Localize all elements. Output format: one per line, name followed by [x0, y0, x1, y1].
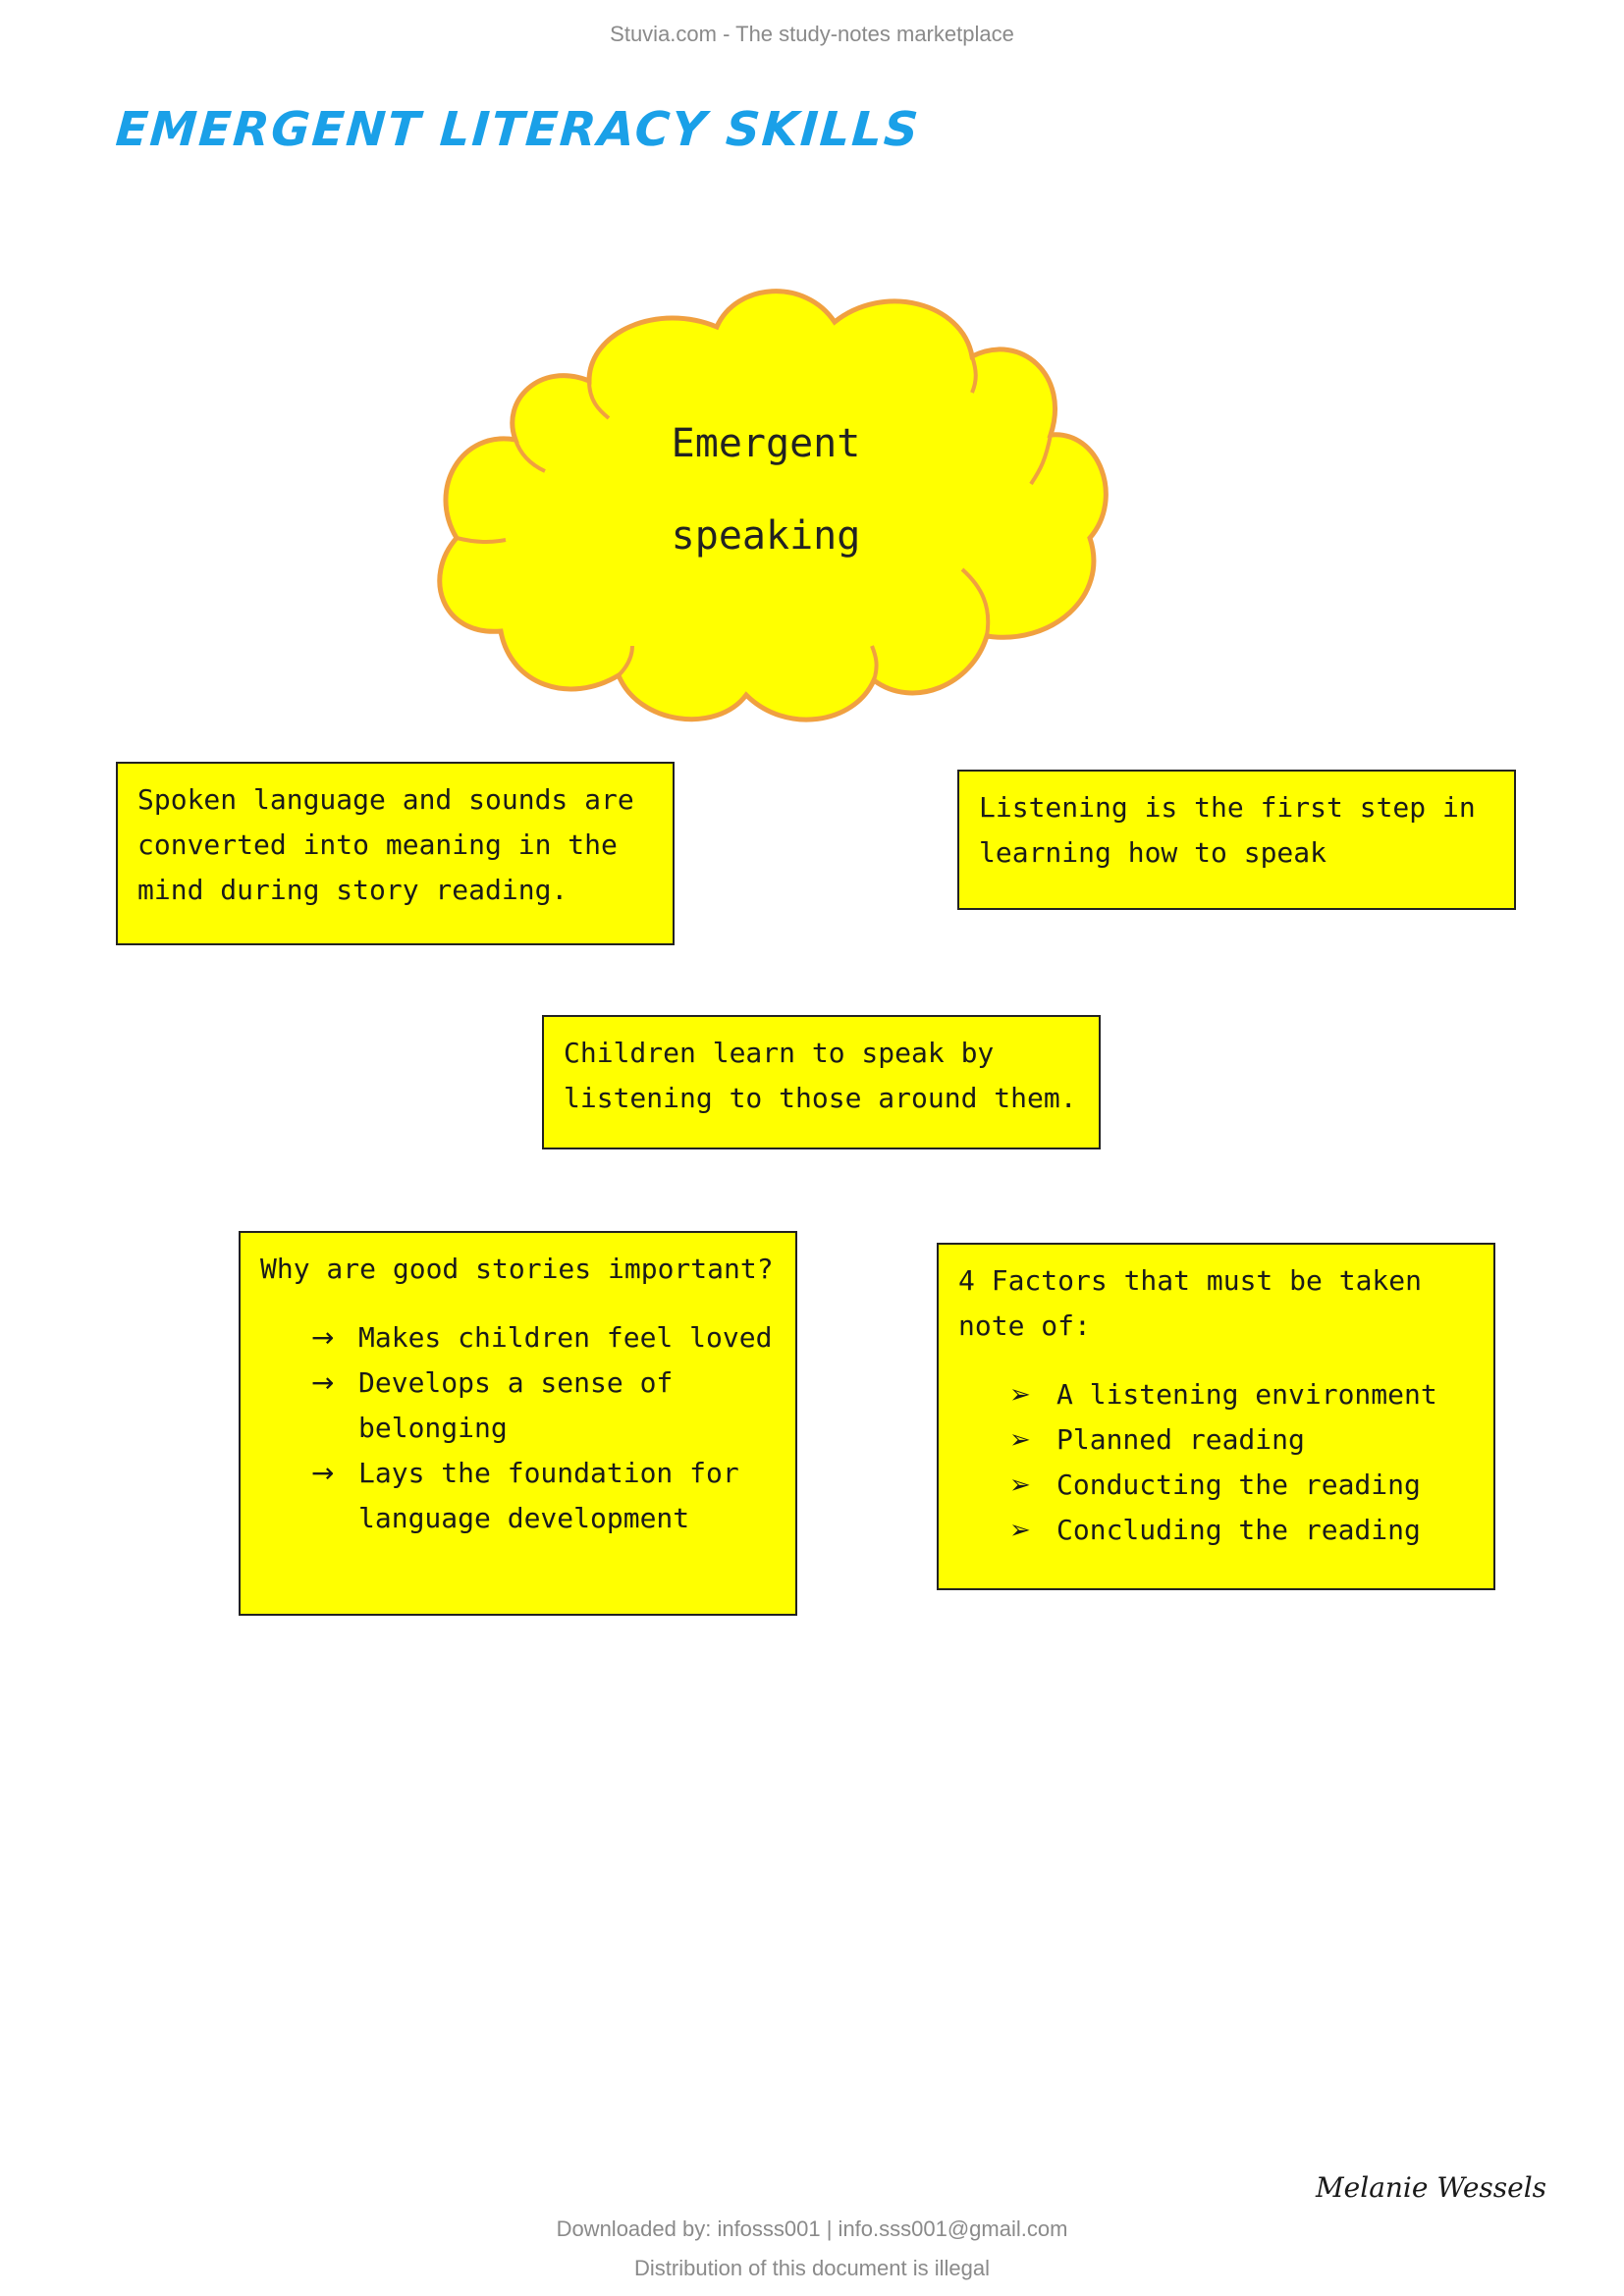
- cloud-inner-curve-1: [514, 439, 546, 473]
- cloud-inner-curve-4: [970, 355, 978, 394]
- arrowhead-bullet-icon: ➢: [1009, 1470, 1031, 1500]
- list-item: → Lays the foundation for language devel…: [260, 1451, 776, 1541]
- cloud-label-line-2: speaking: [671, 513, 861, 559]
- site-header: Stuvia.com - The study-notes marketplace: [610, 22, 1014, 46]
- list-item-text: A listening environment: [1056, 1378, 1437, 1411]
- note-spoken-language-text: Spoken language and sounds are converted…: [137, 783, 634, 906]
- list-item-text: Concluding the reading: [1056, 1514, 1421, 1546]
- four-factors-list: ➢ A listening environment ➢ Planned read…: [958, 1372, 1474, 1553]
- note-four-factors-heading: 4 Factors that must be taken note of:: [958, 1264, 1423, 1342]
- note-why-stories: Why are good stories important? → Makes …: [239, 1231, 797, 1616]
- list-item: → Develops a sense of belonging: [260, 1361, 776, 1451]
- cloud-inner-curve-2: [456, 536, 507, 545]
- cloud-outline: [437, 289, 1109, 722]
- note-listening: Listening is the first step in learning …: [957, 770, 1516, 910]
- note-four-factors: 4 Factors that must be taken note of: ➢ …: [937, 1243, 1495, 1590]
- cloud-inner-curve-8: [617, 645, 634, 677]
- why-stories-list: → Makes children feel loved → Develops a…: [260, 1315, 776, 1541]
- cloud-inner-curve-6: [960, 567, 991, 637]
- arrow-right-icon: →: [311, 1366, 335, 1399]
- list-item-text: Conducting the reading: [1056, 1468, 1421, 1501]
- list-item: ➢ Conducting the reading: [958, 1463, 1474, 1508]
- list-item-text: Lays the foundation for language develop…: [358, 1457, 739, 1534]
- cloud-inner-curve-3: [587, 380, 611, 420]
- list-item: ➢ A listening environment: [958, 1372, 1474, 1417]
- arrow-right-icon: →: [311, 1321, 335, 1354]
- arrowhead-bullet-icon: ➢: [1009, 1425, 1031, 1455]
- list-item-text: Planned reading: [1056, 1423, 1305, 1456]
- arrowhead-bullet-icon: ➢: [1009, 1516, 1031, 1545]
- author-signature: Melanie Wessels: [1316, 2171, 1547, 2204]
- list-item-text: Develops a sense of belonging: [358, 1366, 674, 1444]
- cloud-label: Emergent speaking: [599, 398, 933, 582]
- cloud-shape: [437, 289, 1109, 722]
- note-why-stories-heading: Why are good stories important?: [260, 1253, 774, 1285]
- arrow-right-icon: →: [311, 1457, 335, 1489]
- cloud-inner-curve-7: [870, 645, 879, 681]
- arrowhead-bullet-icon: ➢: [1009, 1380, 1031, 1410]
- note-children-learn: Children learn to speak by listening to …: [542, 1015, 1101, 1149]
- note-listening-text: Listening is the first step in learning …: [979, 791, 1476, 869]
- note-children-learn-text: Children learn to speak by listening to …: [564, 1037, 1077, 1114]
- page-title: EMERGENT LITERACY SKILLS: [114, 102, 922, 157]
- list-item: → Makes children feel loved: [260, 1315, 776, 1361]
- footer-distribution-notice: Distribution of this document is illegal: [634, 2256, 990, 2280]
- footer-downloaded-by: Downloaded by: infosss001 | info.sss001@…: [556, 2216, 1068, 2241]
- list-item: ➢ Concluding the reading: [958, 1508, 1474, 1553]
- list-item-text: Makes children feel loved: [358, 1321, 773, 1354]
- cloud-label-line-1: Emergent: [671, 421, 861, 466]
- note-spoken-language: Spoken language and sounds are converted…: [116, 762, 675, 945]
- list-item: ➢ Planned reading: [958, 1417, 1474, 1463]
- cloud-inner-curve-5: [1029, 434, 1053, 486]
